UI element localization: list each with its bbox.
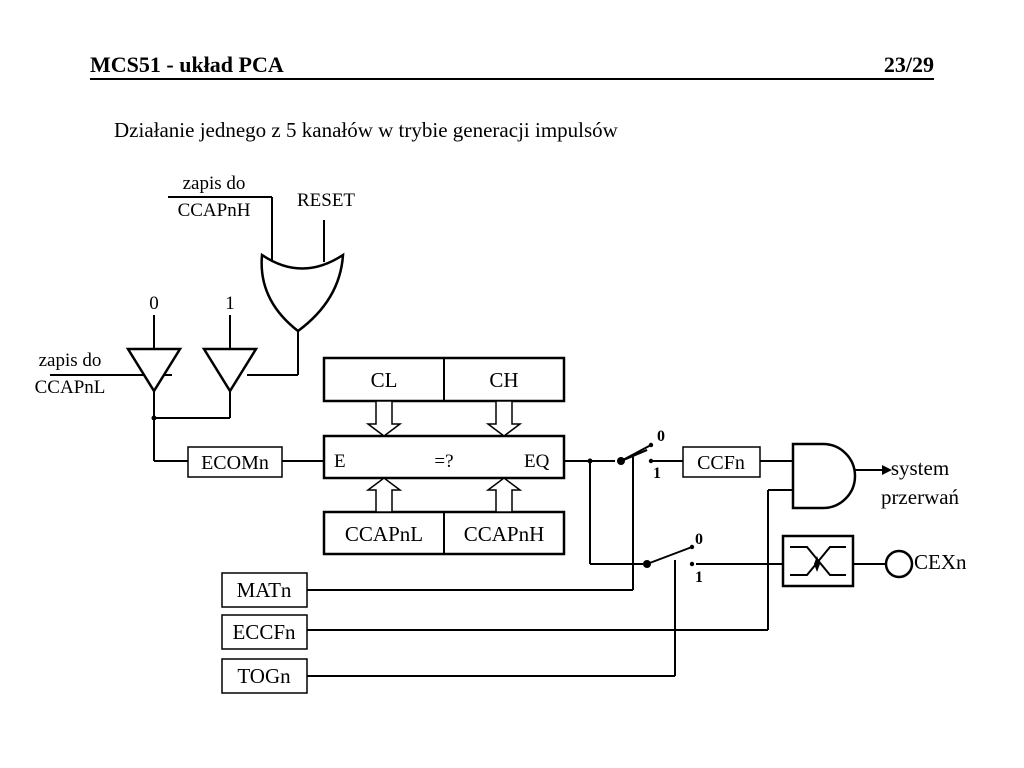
bus-arrow-ccapnh <box>485 477 523 513</box>
page-number: 23/29 <box>883 52 934 77</box>
bus-arrow-cl <box>365 400 403 437</box>
label-cexn: CEXn <box>914 550 967 574</box>
label-matn: MATn <box>237 578 292 602</box>
label-zapis-ccapl-1: zapis do <box>39 350 102 371</box>
bus-arrow-ch <box>485 400 523 437</box>
header-title: MCS51 - układ PCA <box>90 52 284 77</box>
bus-arrow-ccapnl <box>365 477 403 513</box>
label-input-1: 1 <box>225 293 235 314</box>
label-cmp-eq-sign: =? <box>434 451 453 472</box>
label-ccapnl: CCAPnL <box>345 522 423 546</box>
label-switch-1-1: 1 <box>653 465 661 482</box>
ccfn-box <box>682 446 761 478</box>
switch-1-contact-1 <box>648 458 654 464</box>
comparator-box <box>322 434 566 480</box>
switch-2-contact-0 <box>689 544 695 550</box>
slide-subtitle: Działanie jednego z 5 kanałów w trybie g… <box>114 118 618 142</box>
eccfn-box <box>221 614 308 650</box>
matn-box <box>221 572 308 608</box>
label-ccfn: CCFn <box>697 452 745 474</box>
switch-2-blade <box>646 546 693 565</box>
label-reset: RESET <box>297 190 355 211</box>
label-system-2: przerwań <box>881 485 960 509</box>
label-input-0: 0 <box>149 293 159 314</box>
label-eccfn: ECCFn <box>232 620 296 644</box>
label-ccapnh: CCAPnH <box>464 522 545 546</box>
label-switch-1-0: 0 <box>657 428 665 445</box>
label-cmp-eq: EQ <box>524 451 550 472</box>
and-gate <box>791 442 857 510</box>
header-rule <box>90 78 934 80</box>
label-cl: CL <box>371 368 398 392</box>
label-ecomn: ECOMn <box>201 452 269 474</box>
junction-dot <box>151 415 157 421</box>
label-zapis-ccaph-1: zapis do <box>183 173 246 194</box>
togn-box <box>221 658 308 694</box>
switch-1-contact-0 <box>648 442 654 448</box>
ecomn-box <box>187 446 283 478</box>
label-togn: TOGn <box>237 664 291 688</box>
switch-2-contact-1 <box>689 561 695 567</box>
output-arrowhead <box>882 465 892 475</box>
label-switch-2-0: 0 <box>695 531 703 548</box>
toggle-arrow-up <box>814 556 820 564</box>
label-switch-2-1: 1 <box>695 569 703 586</box>
cexn-pin <box>884 549 914 579</box>
label-ch: CH <box>489 368 518 392</box>
junction-dot <box>587 458 593 464</box>
or-gate <box>260 252 345 333</box>
label-zapis-ccapl-2: CCAPnL <box>35 377 106 398</box>
label-zapis-ccaph-2: CCAPnH <box>178 200 251 221</box>
label-system-1: system <box>891 456 949 480</box>
toggle-arrow-down <box>814 564 820 572</box>
buffer-1 <box>201 347 259 394</box>
label-cmp-e: E <box>334 451 346 472</box>
buffer-0 <box>125 347 183 394</box>
